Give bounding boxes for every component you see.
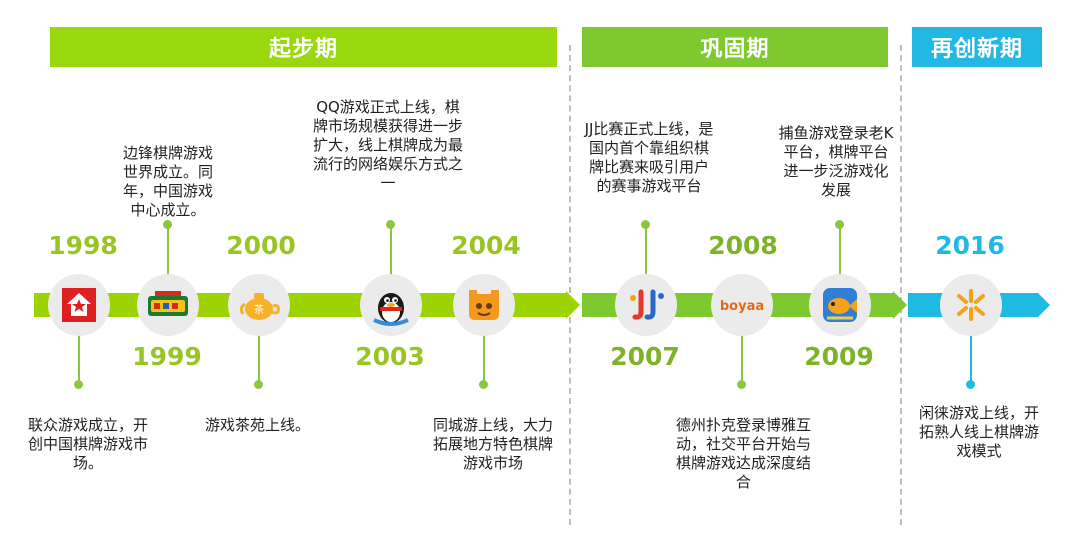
xianlai-logo-icon xyxy=(957,289,985,321)
event-desc-1998: 联众游戏成立，开创中国棋牌游戏市场。 xyxy=(28,416,149,472)
timeline-arrow-2 xyxy=(893,291,907,319)
event-desc-2009: 捕鱼游戏登录老K平台，棋牌平台进一步泛游戏化发展 xyxy=(778,124,894,199)
fishing-game-icon xyxy=(823,288,857,322)
phase-header-start: 起步期 xyxy=(50,27,557,67)
event-icon-2008: boyaa xyxy=(711,274,773,336)
red-house-logo-icon xyxy=(62,288,96,322)
event-icon-1998 xyxy=(48,274,110,336)
year-2000: 2000 xyxy=(226,231,296,260)
year-2009: 2009 xyxy=(804,342,874,371)
year-2007: 2007 xyxy=(610,342,680,371)
year-2016: 2016 xyxy=(935,231,1005,260)
event-stem-2009 xyxy=(839,226,841,274)
year-2004: 2004 xyxy=(451,231,521,260)
event-dot-2007 xyxy=(641,220,650,229)
event-desc-2003: QQ游戏正式上线，棋牌市场规模获得进一步扩大，线上棋牌成为最流行的网络娱乐方式之… xyxy=(312,98,463,192)
event-desc-1999: 边锋棋牌游戏世界成立。同年，中国游戏中心成立。 xyxy=(122,144,213,219)
event-stem-2003 xyxy=(390,226,392,274)
phase-header-consolidate: 巩固期 xyxy=(582,27,888,67)
event-stem-1999 xyxy=(167,226,169,274)
event-desc-2004: 同城游上线，大力拓展地方特色棋牌游戏市场 xyxy=(432,416,553,472)
year-1999: 1999 xyxy=(132,342,202,371)
event-desc-2008: 德州扑克登录博雅互动，社交平台开始与棋牌游戏达成深度结合 xyxy=(676,416,812,491)
boyaa-logo-icon: boyaa xyxy=(720,299,764,314)
event-desc-2016: 闲徕游戏上线，开拓熟人线上棋牌游戏模式 xyxy=(918,404,1039,460)
svg-text:茶: 茶 xyxy=(254,303,264,316)
event-dot-1998 xyxy=(74,380,83,389)
game-center-logo-icon xyxy=(148,291,188,316)
svg-text:boyaa: boyaa xyxy=(720,299,764,314)
qq-penguin-icon xyxy=(373,293,409,326)
phase-divider-1 xyxy=(569,45,571,525)
timeline-arrow-1 xyxy=(566,291,580,319)
event-dot-2000 xyxy=(254,380,263,389)
phase-divider-2 xyxy=(900,45,902,525)
event-icon-2009 xyxy=(809,274,871,336)
event-dot-2016 xyxy=(966,380,975,389)
year-1998: 1998 xyxy=(48,231,118,260)
jj-logo-icon xyxy=(630,289,664,320)
event-icon-2007 xyxy=(615,274,677,336)
phase-header-innovate: 再创新期 xyxy=(912,27,1042,67)
event-icon-2003 xyxy=(360,274,422,336)
event-dot-2009 xyxy=(835,220,844,229)
event-icon-1999 xyxy=(137,274,199,336)
teapot-logo-icon: 茶 xyxy=(239,293,280,320)
event-stem-2004 xyxy=(483,336,485,382)
event-stem-1998 xyxy=(78,336,80,382)
event-desc-2000: 游戏茶苑上线。 xyxy=(204,416,310,434)
event-dot-1999 xyxy=(163,220,172,229)
event-desc-2007: JJ比赛正式上线，是国内首个靠组织棋牌比赛来吸引用户的赛事游戏平台 xyxy=(584,120,714,195)
timeline-arrow-end xyxy=(1038,293,1050,317)
event-stem-2008 xyxy=(741,336,743,382)
year-2008: 2008 xyxy=(708,231,778,260)
event-dot-2008 xyxy=(737,380,746,389)
event-icon-2000: 茶 xyxy=(228,274,290,336)
event-dot-2004 xyxy=(479,380,488,389)
event-icon-2016 xyxy=(940,274,1002,336)
event-dot-2003 xyxy=(386,220,395,229)
tongchengyou-logo-icon xyxy=(469,290,499,320)
event-icon-2004 xyxy=(453,274,515,336)
year-2003: 2003 xyxy=(355,342,425,371)
event-stem-2016 xyxy=(970,336,972,382)
event-stem-2000 xyxy=(258,336,260,382)
event-stem-2007 xyxy=(645,226,647,274)
